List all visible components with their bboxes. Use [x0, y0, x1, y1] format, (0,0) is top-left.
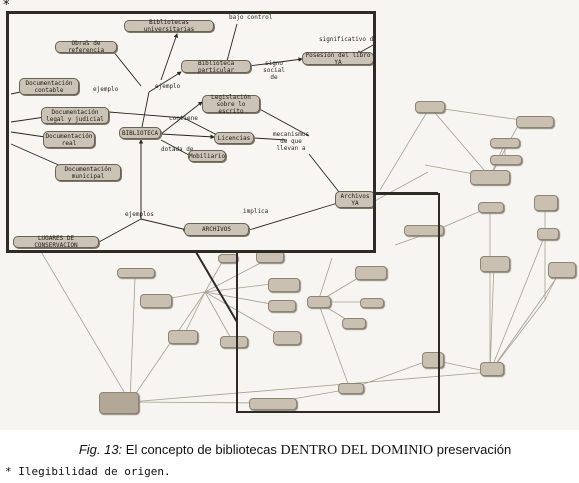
- archivos-node: ARCHIVOS: [184, 223, 249, 236]
- bg-node-10: [307, 296, 331, 308]
- bg-node-9: [273, 331, 301, 345]
- caption-text-3: preservación: [433, 442, 512, 457]
- illegible-asterisk: *: [3, 0, 10, 13]
- documentacion-real-node: Documentación real: [43, 131, 95, 148]
- bg-node-18: [478, 202, 504, 213]
- label-contiene: contiene: [169, 115, 198, 122]
- caption-figure-label: Fig. 13:: [78, 442, 123, 457]
- biblioteca-node: BIBLIOTECA: [119, 127, 161, 139]
- bg-node-4: [220, 336, 248, 348]
- bg-node-7: [268, 278, 300, 292]
- bg-node-12: [360, 298, 384, 308]
- concept-map-figure: Obras de referencia Bibliotecas universi…: [0, 0, 579, 430]
- label-signo-social: signo social de: [263, 60, 285, 81]
- bg-node-17: [404, 225, 444, 236]
- bg-node-22: [537, 228, 559, 240]
- figure-caption: Fig. 13: El concepto de bibliotecas DENT…: [60, 442, 530, 459]
- bg-node-28: [470, 170, 510, 185]
- caption-text-2: DENTRO DEL DOMINIO: [280, 443, 434, 458]
- bg-node-14: [249, 398, 297, 410]
- label-dotada: dotada de: [161, 146, 194, 153]
- licencias-node: Licencias: [214, 132, 254, 144]
- bg-node-20: [480, 256, 510, 272]
- inset-callout-lines: [195, 192, 438, 323]
- biblioteca-particular-node: Biblioteca particular: [181, 60, 251, 74]
- legislacion-node: Legislación sobre lo escrito: [202, 94, 260, 115]
- bg-node-13: [342, 318, 366, 329]
- documentacion-contable-node: Documentación contable: [19, 78, 79, 95]
- bg-node-27: [490, 155, 522, 165]
- label-ejemplo-2: ejemplo: [93, 86, 119, 93]
- label-significativo: significativo d: [319, 36, 374, 43]
- bg-node-26: [490, 138, 520, 148]
- bg-node-23: [548, 262, 576, 278]
- zoomed-inset-panel: Obras de referencia Bibliotecas universi…: [6, 11, 376, 253]
- bibliotecas-universitarias-node: Bibliotecas universitarias: [124, 19, 214, 33]
- bg-node-25: [516, 116, 554, 128]
- bg-node-2: [140, 294, 172, 308]
- documentacion-municipal-node: Documentación municipal: [55, 164, 121, 181]
- label-mecanismos: mecanismos de que llevan a: [272, 131, 310, 152]
- bg-node-19: [480, 362, 504, 376]
- obras-de-referencia-node: Obras de referencia: [55, 40, 117, 54]
- archivos-ya-node: Archivos YA: [335, 191, 373, 208]
- bg-node-3: [168, 330, 198, 344]
- lugares-de-conservacion-node: LUGARES DE CONSERVACION: [13, 235, 99, 249]
- bg-node-1: [117, 268, 155, 278]
- bg-node-8: [268, 300, 296, 312]
- bg-node-21: [534, 195, 558, 211]
- label-ejemplos: ejemplos: [125, 211, 154, 218]
- bg-node-11: [355, 266, 387, 280]
- preservacion-node: [99, 392, 139, 414]
- footnote: * Ilegibilidad de origen.: [5, 465, 171, 478]
- posesion-del-libro-node: Posesión del libro YA: [302, 52, 373, 66]
- bg-node-15: [338, 383, 364, 394]
- mobiliario-node: Mobiliario: [188, 150, 226, 162]
- label-ejemplo-1: ejemplo: [155, 83, 181, 90]
- caption-text-1: El concepto de bibliotecas: [122, 442, 281, 457]
- bg-node-24: [415, 101, 445, 113]
- label-implica: implica: [243, 208, 269, 215]
- documentacion-legal-node: Documentación legal y judicial: [41, 107, 109, 124]
- label-bajo-control: bajo control: [229, 14, 273, 21]
